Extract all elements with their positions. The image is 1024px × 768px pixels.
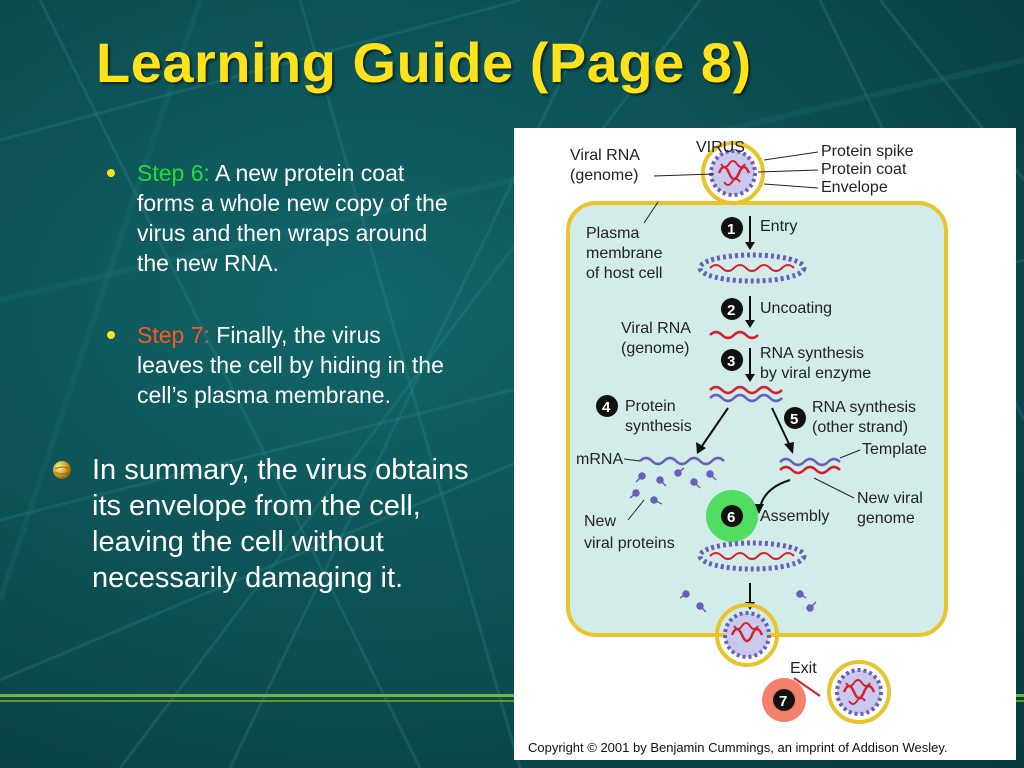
bullet-dot-icon [107,169,115,177]
step-7-description: Finally, the virus leaves the cell by hi… [137,322,444,408]
new-viral-genome-label: genome [857,510,915,527]
host-cell-label: of host cell [586,265,662,282]
summary-bullet: In summary, the virus obtains its envelo… [52,452,482,596]
virus-label: VIRUS [696,139,745,156]
envelope-label: Envelope [821,179,888,196]
step-5: 5 [784,407,806,429]
assembly-vesicle [697,540,807,572]
virus-lifecycle-figure: VIRUS Viral RNA (genome) Protein spike P… [514,128,1016,760]
genome-label: (genome) [570,167,638,184]
step-4-number: 4 [602,399,611,416]
bullet-step-6-text: Step 6: A new protein coat forms a whole… [137,158,448,278]
viral-rna-label: Viral RNA [570,147,640,164]
viral-proteins-label: viral proteins [584,535,675,552]
bullet-step-7-text: Step 7: Finally, the virus leaves the ce… [137,320,448,410]
summary-text: In summary, the virus obtains its envelo… [92,454,469,594]
top-virus [701,141,765,205]
assembly-label: Assembly [760,508,829,525]
entry-vesicle [697,252,807,284]
synthesis-label: synthesis [625,418,692,435]
step-7: 7 [762,678,806,722]
membrane-label: membrane [586,245,663,262]
sphere-bullet-icon [53,461,71,479]
protein-coat-label: Protein coat [821,161,907,178]
proteins-near-membrane [679,590,817,613]
lifecycle-diagram: VIRUS Viral RNA (genome) Protein spike P… [528,139,948,755]
mrna-label: mRNA [576,451,623,468]
new-label: New [584,513,616,530]
entry-label: Entry [760,218,797,235]
released-virus [827,660,891,724]
scattered-proteins [629,467,717,505]
slide-title: Learning Guide (Page 8) [96,31,752,94]
viral-rna-strand [709,330,759,340]
bullet-dot-icon [107,331,115,339]
copyright-text: Copyright © 2001 by Benjamin Cummings, a… [528,740,948,755]
uncoating-label: Uncoating [760,300,832,317]
step-6: 6 [706,490,758,542]
step-2: 2 [721,298,743,320]
step-3: 3 [721,349,743,371]
new-viral-label: New viral [857,490,923,507]
step-4: 4 [596,395,618,417]
rna-synthesis-label: RNA synthesis [760,345,864,362]
bullet-step-7: Step 7: Finally, the virus leaves the ce… [103,320,448,410]
budding-virus [715,603,779,667]
viral-rna-2-label: Viral RNA [621,320,691,337]
step-7-label: Step 7: [137,322,210,348]
step-2-number: 2 [727,302,735,319]
step-5-number: 5 [790,411,798,428]
rna-synthesis-other-label: RNA synthesis [812,399,916,416]
step-7-number: 7 [779,693,787,710]
step-6-number: 6 [727,509,735,526]
step-6-label: Step 6: [137,160,210,186]
step-3-number: 3 [727,353,735,370]
protein-synthesis-label: Protein [625,398,676,415]
protein-spike-label: Protein spike [821,143,914,160]
bullet-step-6: Step 6: A new protein coat forms a whole… [103,158,448,278]
step-1-number: 1 [727,221,735,238]
template-label: Template [862,441,927,458]
other-strand-label: (other strand) [812,419,908,436]
exit-label: Exit [790,660,817,677]
viral-enzyme-label: by viral enzyme [760,365,871,382]
genome-2-label: (genome) [621,340,689,357]
step-6-description: A new protein coat forms a whole new cop… [137,160,448,276]
step-1: 1 [721,217,743,239]
plasma-label: Plasma [586,225,639,242]
